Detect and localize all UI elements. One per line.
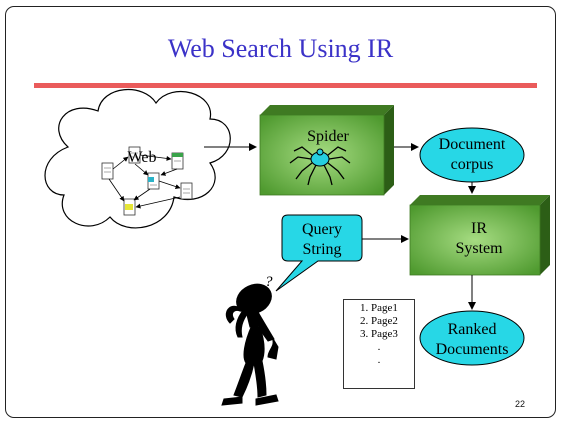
spider-label: Spider	[307, 128, 349, 145]
ranked-documents-line1: Ranked	[447, 321, 497, 338]
document-corpus-line1: Document	[438, 136, 506, 153]
ir-system-box	[409, 195, 550, 276]
query-string-line1: Query	[302, 221, 342, 238]
document-corpus-label: Document corpus	[420, 135, 524, 175]
spider-box	[259, 105, 394, 196]
ir-system-label: IR System	[419, 219, 539, 259]
list-item: 2. Page2	[360, 315, 398, 327]
list-item: 3. Page3	[360, 328, 398, 340]
ir-system-line1: IR	[471, 220, 487, 237]
web-cloud	[44, 89, 231, 229]
ir-system-line2: System	[455, 240, 503, 257]
flow-arrows	[204, 143, 476, 310]
thinking-person-icon: ?	[221, 274, 279, 406]
ranked-documents-label: Ranked Documents	[420, 320, 524, 360]
title-rule	[34, 83, 537, 88]
spider-icon	[289, 146, 351, 186]
page-number: 22	[514, 399, 525, 409]
slide-title: Web Search Using IR	[167, 34, 394, 63]
ranked-documents-line2: Documents	[435, 341, 509, 358]
query-speech-bubble	[275, 214, 363, 292]
diagram: ?	[44, 89, 550, 406]
list-item: .	[377, 354, 381, 366]
thinker-question-mark: ?	[265, 274, 273, 290]
document-corpus-line2: corpus	[450, 156, 494, 173]
slide: Web Search Using IR	[5, 6, 556, 418]
list-item: 1. Page1	[360, 302, 398, 314]
query-string-label: Query String	[286, 220, 358, 260]
web-label: Web	[127, 149, 157, 166]
ranked-documents-ellipse	[419, 310, 525, 366]
query-string-line2: String	[302, 241, 342, 258]
ranked-list-box: 1. Page1 2. Page2 3. Page3 . .	[343, 299, 415, 389]
list-item: .	[377, 341, 381, 353]
